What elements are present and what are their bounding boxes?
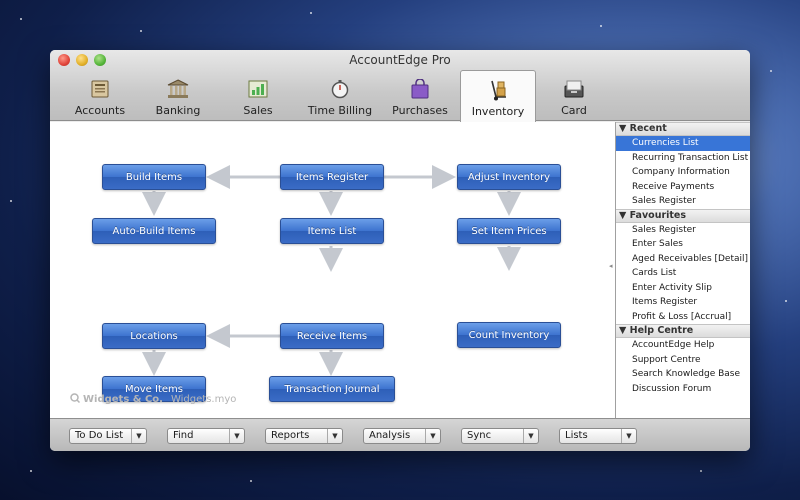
flow-arrows <box>142 165 521 376</box>
lists-popup[interactable]: Lists▼ <box>559 428 637 444</box>
sidebar-item-enter-activity-slip[interactable]: Enter Activity Slip <box>632 282 712 293</box>
items-list-button[interactable]: Items List <box>280 218 384 244</box>
shopping-bag-icon <box>408 78 432 100</box>
receive-items-button[interactable]: Receive Items <box>280 323 384 349</box>
window-controls <box>58 54 106 66</box>
title-bar: AccountEdge Pro Accounts Banking Sales <box>50 50 750 122</box>
module-toolbar: Accounts Banking Sales Time Billing <box>50 70 750 122</box>
chevron-down-icon: ▼ <box>131 429 146 443</box>
tab-banking[interactable]: Banking <box>140 70 216 121</box>
adjust-inventory-button[interactable]: Adjust Inventory <box>457 164 561 190</box>
locations-button[interactable]: Locations <box>102 323 206 349</box>
magnifier-icon <box>70 393 81 406</box>
shortcuts-sidebar: ▼ Recent Currencies List Recurring Trans… <box>615 122 750 418</box>
tab-label: Banking <box>155 104 201 117</box>
ledger-icon <box>88 78 112 100</box>
sidebar-item-sales-register[interactable]: Sales Register <box>632 224 696 235</box>
sidebar-item-search-knowledge-base[interactable]: Search Knowledge Base <box>632 369 741 379</box>
items-register-button[interactable]: Items Register <box>280 164 384 190</box>
build-items-button[interactable]: Build Items <box>102 164 206 190</box>
move-items-button[interactable]: Move Items <box>102 376 206 402</box>
sidebar-item-receive-payments[interactable]: Receive Payments <box>632 181 715 192</box>
tab-label: Inventory <box>471 105 525 118</box>
sync-popup[interactable]: Sync▼ <box>461 428 539 444</box>
sidebar-item-items-register[interactable]: Items Register <box>632 297 698 307</box>
sidebar-item-currencies-list[interactable]: Currencies List <box>616 136 750 151</box>
bank-icon <box>166 78 190 100</box>
tab-purchases[interactable]: Purchases <box>380 70 460 121</box>
section-header-help-centre[interactable]: ▼ Help Centre <box>616 324 750 338</box>
sidebar-item-profit-loss[interactable]: Profit & Loss [Accrual] <box>632 311 732 322</box>
app-window: AccountEdge Pro Accounts Banking Sales <box>50 50 750 451</box>
chevron-down-icon: ▼ <box>425 429 440 443</box>
sidebar-item-enter-sales[interactable]: Enter Sales <box>632 239 683 249</box>
analysis-popup[interactable]: Analysis▼ <box>363 428 441 444</box>
chevron-down-icon: ▼ <box>523 429 538 443</box>
tab-time-billing[interactable]: Time Billing <box>298 70 382 121</box>
sidebar-item-discussion-forum[interactable]: Discussion Forum <box>632 383 712 394</box>
find-popup[interactable]: Find▼ <box>167 428 245 444</box>
sidebar-item-sales-register-recent[interactable]: Sales Register <box>632 196 696 206</box>
bottom-toolbar: To Do List▼ Find▼ Reports▼ Analysis▼ Syn… <box>50 418 750 451</box>
chevron-down-icon: ▼ <box>229 429 244 443</box>
tab-label: Purchases <box>392 104 448 117</box>
auto-build-items-button[interactable]: Auto-Build Items <box>92 218 216 244</box>
sidebar-item-recurring-transaction-list[interactable]: Recurring Transaction List <box>632 152 749 163</box>
sidebar-item-aged-receivables[interactable]: Aged Receivables [Detail] <box>632 253 749 264</box>
chevron-down-icon: ▼ <box>621 429 636 443</box>
tab-label: Card <box>561 104 587 117</box>
splitter-handle-icon[interactable]: ◂ <box>609 262 613 270</box>
company-name: Widgets & Co. <box>83 394 163 405</box>
tab-sales[interactable]: Sales <box>220 70 296 121</box>
sidebar-item-support-centre[interactable]: Support Centre <box>632 354 701 365</box>
minimize-window-button[interactable] <box>76 54 88 66</box>
close-window-button[interactable] <box>58 54 70 66</box>
sidebar-item-company-information[interactable]: Company Information <box>632 167 730 177</box>
hand-truck-icon <box>486 79 510 101</box>
transaction-journal-button[interactable]: Transaction Journal <box>269 376 395 402</box>
window-title: AccountEdge Pro <box>349 53 451 67</box>
section-header-recent[interactable]: ▼ Recent <box>616 122 750 136</box>
company-file-name: Widgets.myo <box>170 394 237 405</box>
sidebar-item-cards-list[interactable]: Cards List <box>632 268 677 278</box>
tab-label: Time Billing <box>307 104 373 117</box>
tab-card[interactable]: Card <box>536 70 612 121</box>
chevron-down-icon: ▼ <box>327 429 342 443</box>
reports-popup[interactable]: Reports▼ <box>265 428 343 444</box>
sidebar-item-accountedge-help[interactable]: AccountEdge Help <box>632 340 715 350</box>
todo-list-popup[interactable]: To Do List▼ <box>69 428 147 444</box>
card-file-icon <box>562 78 586 100</box>
tab-inventory[interactable]: Inventory <box>460 70 536 122</box>
tab-label: Accounts <box>74 104 126 117</box>
command-centre-flowchart: Build Items Items Register Adjust Invent… <box>50 122 615 418</box>
company-file-info: Widgets & Co. Widgets.myo <box>70 393 236 406</box>
tab-label: Sales <box>243 104 273 117</box>
company-logo: Widgets & Co. <box>70 393 163 406</box>
section-header-favourites[interactable]: ▼ Favourites <box>616 208 750 223</box>
count-inventory-button[interactable]: Count Inventory <box>457 322 561 348</box>
stopwatch-icon <box>328 78 352 100</box>
sales-chart-icon <box>246 78 270 100</box>
zoom-window-button[interactable] <box>94 54 106 66</box>
set-item-prices-button[interactable]: Set Item Prices <box>457 218 561 244</box>
tab-accounts[interactable]: Accounts <box>62 70 138 121</box>
